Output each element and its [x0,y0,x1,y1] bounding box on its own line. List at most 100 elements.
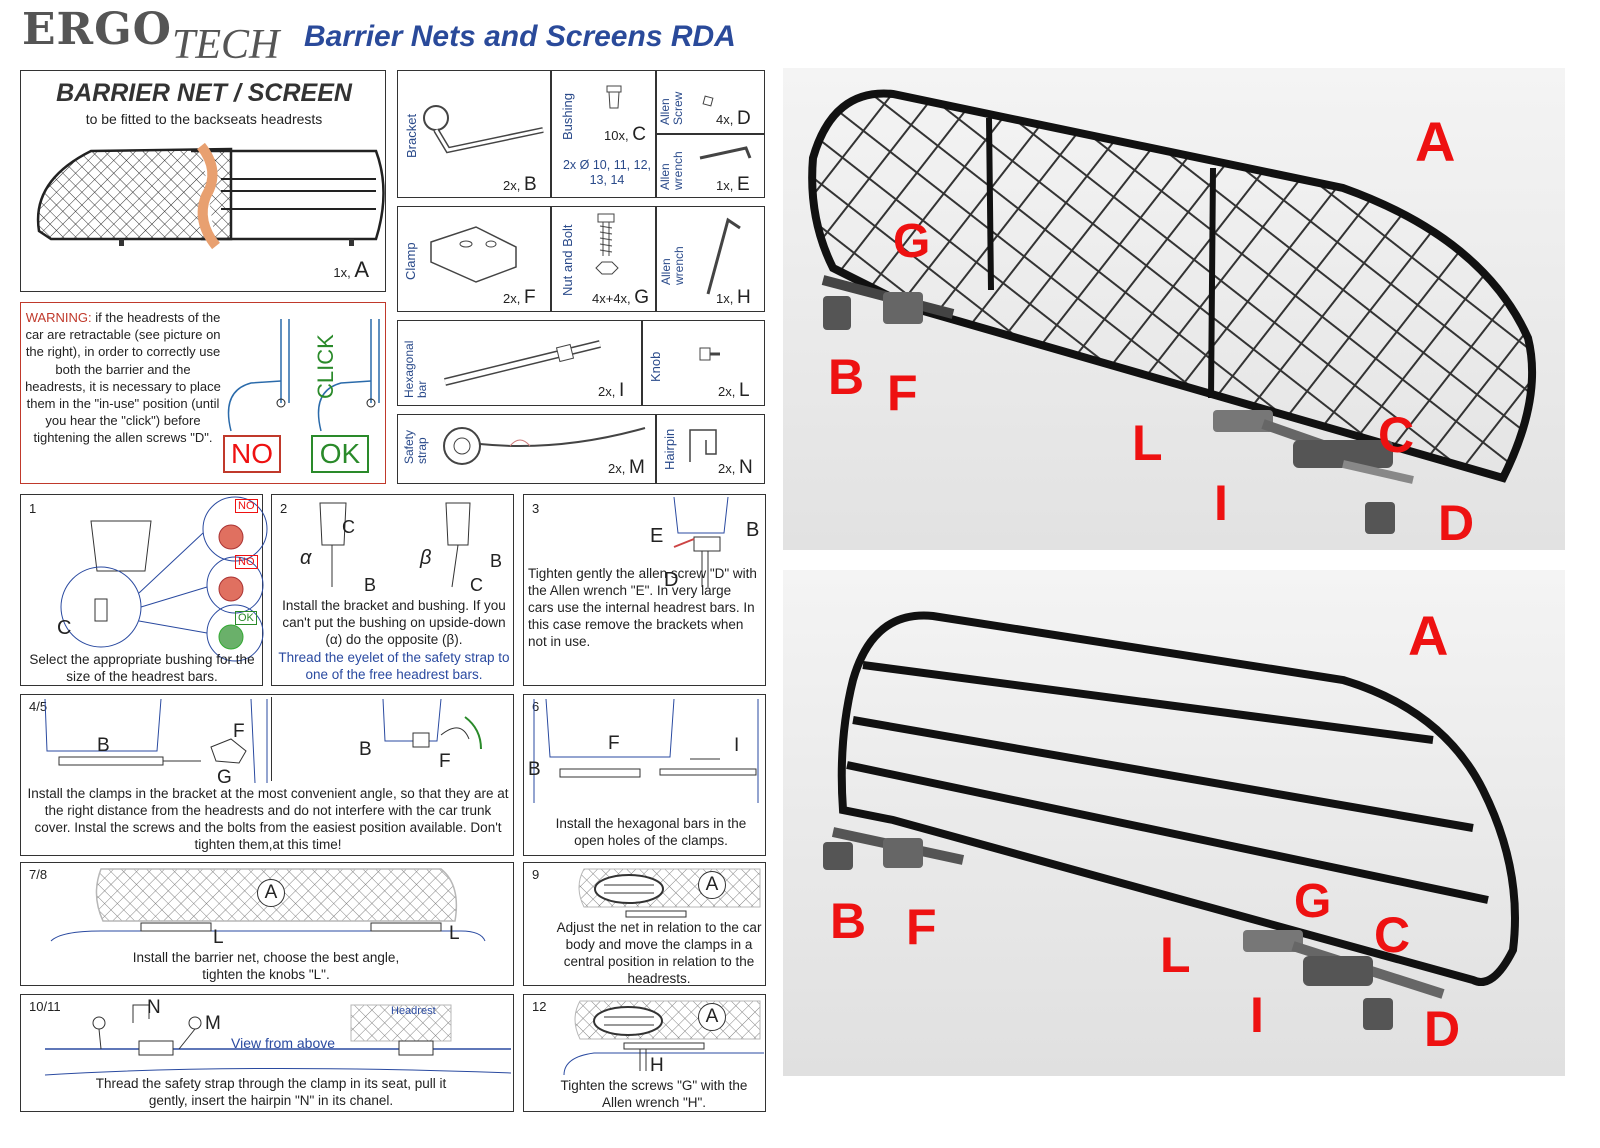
render-top-label-d: D [1438,495,1475,551]
step-1-diagram [60,496,268,662]
render-top-label-f: F [887,365,918,421]
main-part-subtitle: to be fitted to the backseats headrests [85,111,323,127]
main-part-box: BARRIER NET / SCREEN to be fitted to the… [20,70,386,292]
bushing-icon [606,85,622,109]
part-label-bracket: Bracket [404,113,419,158]
step-4-5: 4/5 B F G B F Install the clamps in the … [20,694,514,856]
step-7-8-label-l1: L [213,927,224,948]
part-qty-hairpin: 2x, N [718,457,753,478]
step-12-diagram [563,1000,764,1076]
render-screen-panel [783,570,1565,1076]
step-9: 9 A Adjust the net in relation to the ca… [523,862,766,986]
step-9-label-a: A [698,871,726,899]
render-net-panel [783,68,1565,550]
knob-icon [699,347,720,361]
main-part-qty: 1x, A [333,257,369,282]
main-part-title: BARRIER NET / SCREEN [56,79,352,107]
hairpin-icon [689,429,717,462]
step-3-diagram [673,496,729,587]
part-qty-allen-wrench-e: 1x, E [716,174,750,195]
step-10-11-diagram [44,1004,512,1076]
step-4-5-label-f1: F [233,721,245,742]
step-7-8-text: Install the barrier net, choose the best… [132,950,400,982]
step-1-text: Select the appropriate bushing for the s… [29,652,255,684]
step-3: 3 E B D Tighten gently the allen screw "… [523,494,766,686]
screen-render [823,611,1519,1030]
doc-title: Barrier Nets and Screens RDA [304,20,736,53]
part-label-hairpin: Hairpin [662,428,677,470]
render-bottom-label-l: L [1160,927,1191,983]
clamp-icon [430,226,517,283]
safety-strap-icon [443,427,646,465]
ok-badge: OK [311,435,369,473]
allen-wrench-e-icon [699,146,752,160]
render-bottom-label-i: I [1250,987,1264,1043]
render-top-label-i: I [1214,475,1228,531]
part-qty-allen-screw: 4x, D [716,108,751,129]
step-6-number: 6 [532,699,540,714]
step-2-label-c1: C [342,517,355,537]
click-label: CLICK [313,334,338,399]
step-3-label-d: D [664,569,679,591]
step-7-8-label-l2: L [449,923,460,944]
part-qty-hex-bar: 2x, I [598,380,625,401]
render-top-label-b: B [828,349,865,405]
part-label-nut-bolt: Nut and Bolt [560,224,575,296]
step-1-number: 1 [29,501,37,516]
step-4-5-label-b2: B [359,739,372,760]
step-6-label-b: B [528,759,541,780]
render-top-label-l: L [1132,415,1163,471]
step-6: 6 F I B Install the hexagonal bars in th… [523,694,766,856]
step-7-8: 7/8 A L L Install the barrier net, choos… [20,862,514,986]
step-2: 2 C B α β B C Install the bracket and bu… [271,494,514,686]
step-4-5-label-b1: B [97,735,110,756]
part-label-safety-strap: Safety strap [402,429,429,464]
allen-screw-icon [702,95,714,107]
render-bottom-label-f: F [906,899,937,955]
step-1-tag-1: NO [235,499,258,513]
step-2-text-blue: Thread the eyelet of the safety strap to… [278,650,510,682]
step-2-label-b1: B [364,575,377,595]
step-4-5-label-g: G [217,767,232,788]
step-10-11-label-m: M [205,1013,221,1034]
no-badge: NO [223,435,281,473]
step-4-5-number: 4/5 [29,699,48,714]
brand-tech: TECH [172,22,280,68]
part-label-knob: Knob [648,351,663,382]
step-9-diagram [578,868,761,918]
step-3-label-e: E [650,525,664,547]
step-10-11: 10/11 N M View from above Headrest Threa… [20,994,514,1112]
step-12-label-a: A [698,1003,726,1031]
step-4-5-label-f2: F [439,751,451,772]
step-7-8-number: 7/8 [29,867,48,882]
step-12-label-h: H [650,1055,664,1076]
step-6-label-f: F [608,733,620,754]
step-12-number: 12 [532,999,547,1014]
step-3-text: Tighten gently the allen screw "D" with … [528,566,757,649]
render-bottom-label-g: G [1294,875,1332,928]
hex-bar-icon [444,340,601,386]
step-10-11-text: Thread the safety strap through the clam… [95,1076,447,1108]
part-label-allen-wrench-e: Allen wrench [658,151,685,190]
bracket-icon [423,105,544,154]
step-3-label-b: B [746,519,760,541]
step-4-5-text: Install the clamps in the bracket at the… [27,786,509,852]
part-label-allen-wrench-h: Allen wrench [659,246,686,285]
step-7-8-label-a: A [257,879,285,907]
part-qty-clamp: 2x, F [503,287,536,308]
part-qty-knob: 2x, L [718,380,750,401]
step-2-alpha: α [300,547,312,569]
step-4-5-diagram [44,698,482,784]
part-qty-bushing: 10x, C [604,124,646,145]
brand-ergo: ERGO [22,4,173,55]
step-1-tag-2: NO [235,555,258,569]
step-2-diagram [319,502,471,588]
step-1-label-c: C [57,617,72,639]
render-bottom-label-d: D [1424,1001,1461,1057]
step-3-number: 3 [532,501,540,516]
warning-box: WARNING: if the headrests of the car are… [20,302,386,484]
step-6-label-i: I [734,735,740,756]
main-part-letter: A [354,257,369,282]
render-top-label-g: G [893,215,931,268]
step-10-11-view: View from above [231,1035,336,1051]
